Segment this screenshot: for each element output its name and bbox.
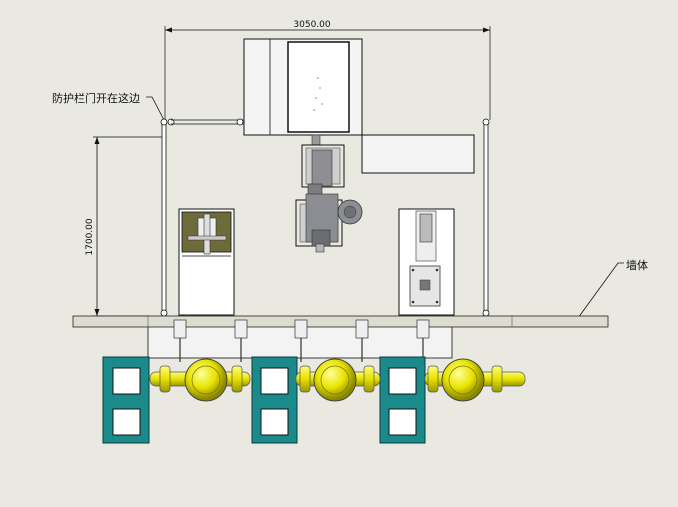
roller-assembly-2 xyxy=(295,358,381,402)
safety-fence xyxy=(160,118,490,318)
wall-label: 墙体 xyxy=(626,258,648,272)
valve-4 xyxy=(355,319,369,362)
teal-stand-1 xyxy=(102,356,150,444)
valve-5 xyxy=(416,319,430,362)
right-workstation xyxy=(398,208,455,316)
valve-1 xyxy=(173,319,187,362)
control-cabinet xyxy=(243,38,475,174)
valve-3 xyxy=(294,319,308,362)
robot-arm xyxy=(295,134,363,253)
left-workstation xyxy=(178,208,235,316)
fence-door-annotation: 防护栏门开在这边 xyxy=(52,91,165,121)
roller-assembly-3 xyxy=(424,358,526,402)
roller-assembly-1 xyxy=(149,358,251,402)
height-dimension: 1700.00 xyxy=(85,136,165,317)
wall-slab xyxy=(72,315,609,328)
wall-annotation: 墙体 xyxy=(577,258,648,319)
width-dimension: 3050.00 xyxy=(164,20,491,120)
teal-stand-3 xyxy=(379,356,426,444)
valve-2 xyxy=(234,319,248,362)
height-dimension-label: 1700.00 xyxy=(85,218,95,255)
width-dimension-label: 3050.00 xyxy=(293,20,330,30)
fence-door-label: 防护栏门开在这边 xyxy=(52,91,140,105)
teal-stand-2 xyxy=(251,356,298,444)
